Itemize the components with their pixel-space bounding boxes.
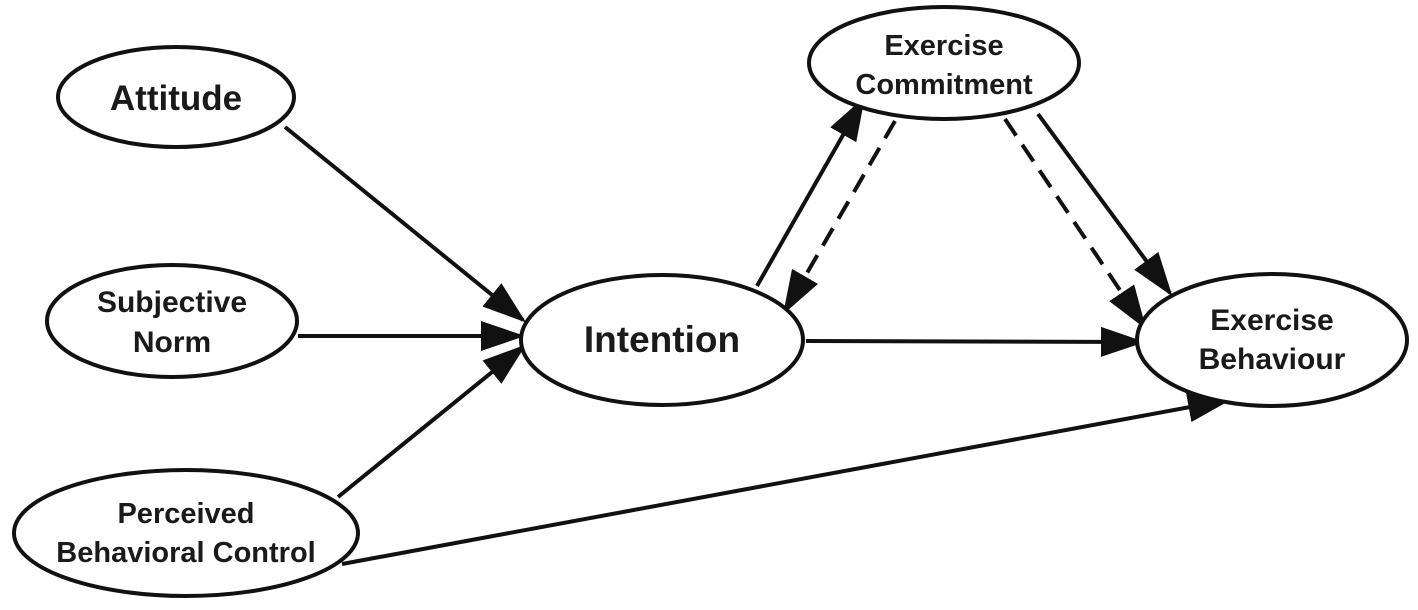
node-commitment-ellipse bbox=[807, 5, 1081, 121]
node-subjective-norm: Subjective Norm bbox=[45, 263, 299, 379]
arrow-pbc-to-behaviour bbox=[341, 392, 1232, 566]
node-intention: Intention bbox=[519, 273, 805, 407]
node-attitude: Attitude bbox=[56, 45, 296, 149]
node-intention-label: Intention bbox=[584, 319, 740, 360]
node-intention-ellipse bbox=[519, 273, 805, 407]
node-subjective-norm-label-line2: Norm bbox=[133, 326, 211, 359]
dashed-arrow-commitment-to-intention bbox=[782, 119, 897, 315]
node-attitude-ellipse bbox=[56, 45, 296, 149]
node-pbc-label-line1: Perceived bbox=[117, 498, 254, 530]
node-pbc-label-line2: Behavioral Control bbox=[56, 537, 315, 569]
arrow-attitude-to-intention bbox=[283, 125, 527, 323]
arrow-commitment-to-behaviour bbox=[1036, 112, 1173, 297]
arrow-intention-to-behaviour bbox=[805, 326, 1145, 357]
node-commitment-label-line1: Exercise bbox=[884, 30, 1003, 62]
node-exercise-behaviour: Exercise Behaviour bbox=[1135, 272, 1409, 408]
node-exercise-commitment: Exercise Commitment bbox=[807, 5, 1081, 121]
node-attitude-label: Attitude bbox=[110, 79, 242, 118]
arrow-pbc-to-intention bbox=[336, 344, 527, 499]
edges-group bbox=[283, 96, 1232, 566]
node-subjective-norm-label-line1: Subjective bbox=[97, 286, 247, 319]
node-pbc-ellipse bbox=[12, 468, 360, 598]
node-behaviour-label-line1: Exercise bbox=[1210, 304, 1333, 337]
node-perceived-behavioral-control: Perceived Behavioral Control bbox=[12, 468, 360, 598]
node-behaviour-ellipse bbox=[1135, 272, 1409, 408]
node-behaviour-label-line2: Behaviour bbox=[1199, 343, 1346, 376]
node-subjective-norm-ellipse bbox=[45, 263, 299, 379]
dashed-arrow-commitment-to-behaviour bbox=[1003, 117, 1147, 330]
node-commitment-label-line2: Commitment bbox=[855, 69, 1033, 101]
arrow-intention-to-commitment bbox=[755, 96, 865, 287]
